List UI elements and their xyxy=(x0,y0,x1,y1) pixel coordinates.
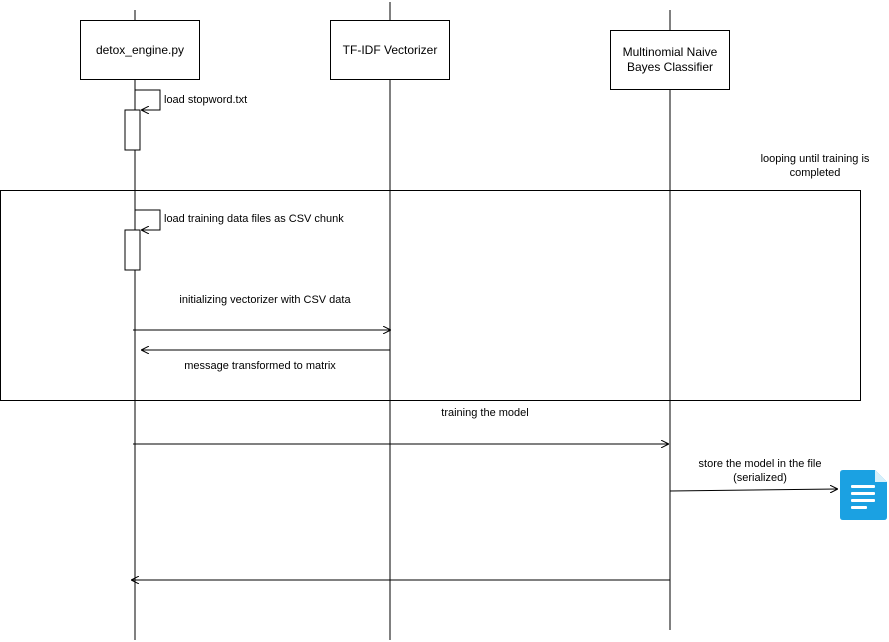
message-label-store-model: store the model in the file (serialized) xyxy=(698,458,822,484)
activation-bar xyxy=(124,229,141,271)
message-arrow-store-model xyxy=(669,489,837,491)
loop-frame xyxy=(0,190,861,401)
message-label-init-vectorizer: initializing vectorizer with CSV data xyxy=(179,294,351,306)
loop-label: looping until training is completed xyxy=(760,153,870,179)
participant-detox-engine: detox_engine.py xyxy=(80,20,200,80)
message-label-load-stopword: load stopword.txt xyxy=(164,94,248,106)
self-message-arrow xyxy=(135,209,161,230)
message-label-transformed: message transformed to matrix xyxy=(184,360,336,372)
file-document-icon xyxy=(840,470,887,520)
self-message-arrow xyxy=(135,89,161,110)
message-label-load-training: load training data files as CSV chunk xyxy=(164,213,344,225)
message-label-training: training the model xyxy=(441,407,529,419)
activation-bar xyxy=(124,109,141,151)
participant-mnb-classifier: Multinomial Naive Bayes Classifier xyxy=(610,30,730,90)
participant-tfidf-vectorizer: TF-IDF Vectorizer xyxy=(330,20,450,80)
